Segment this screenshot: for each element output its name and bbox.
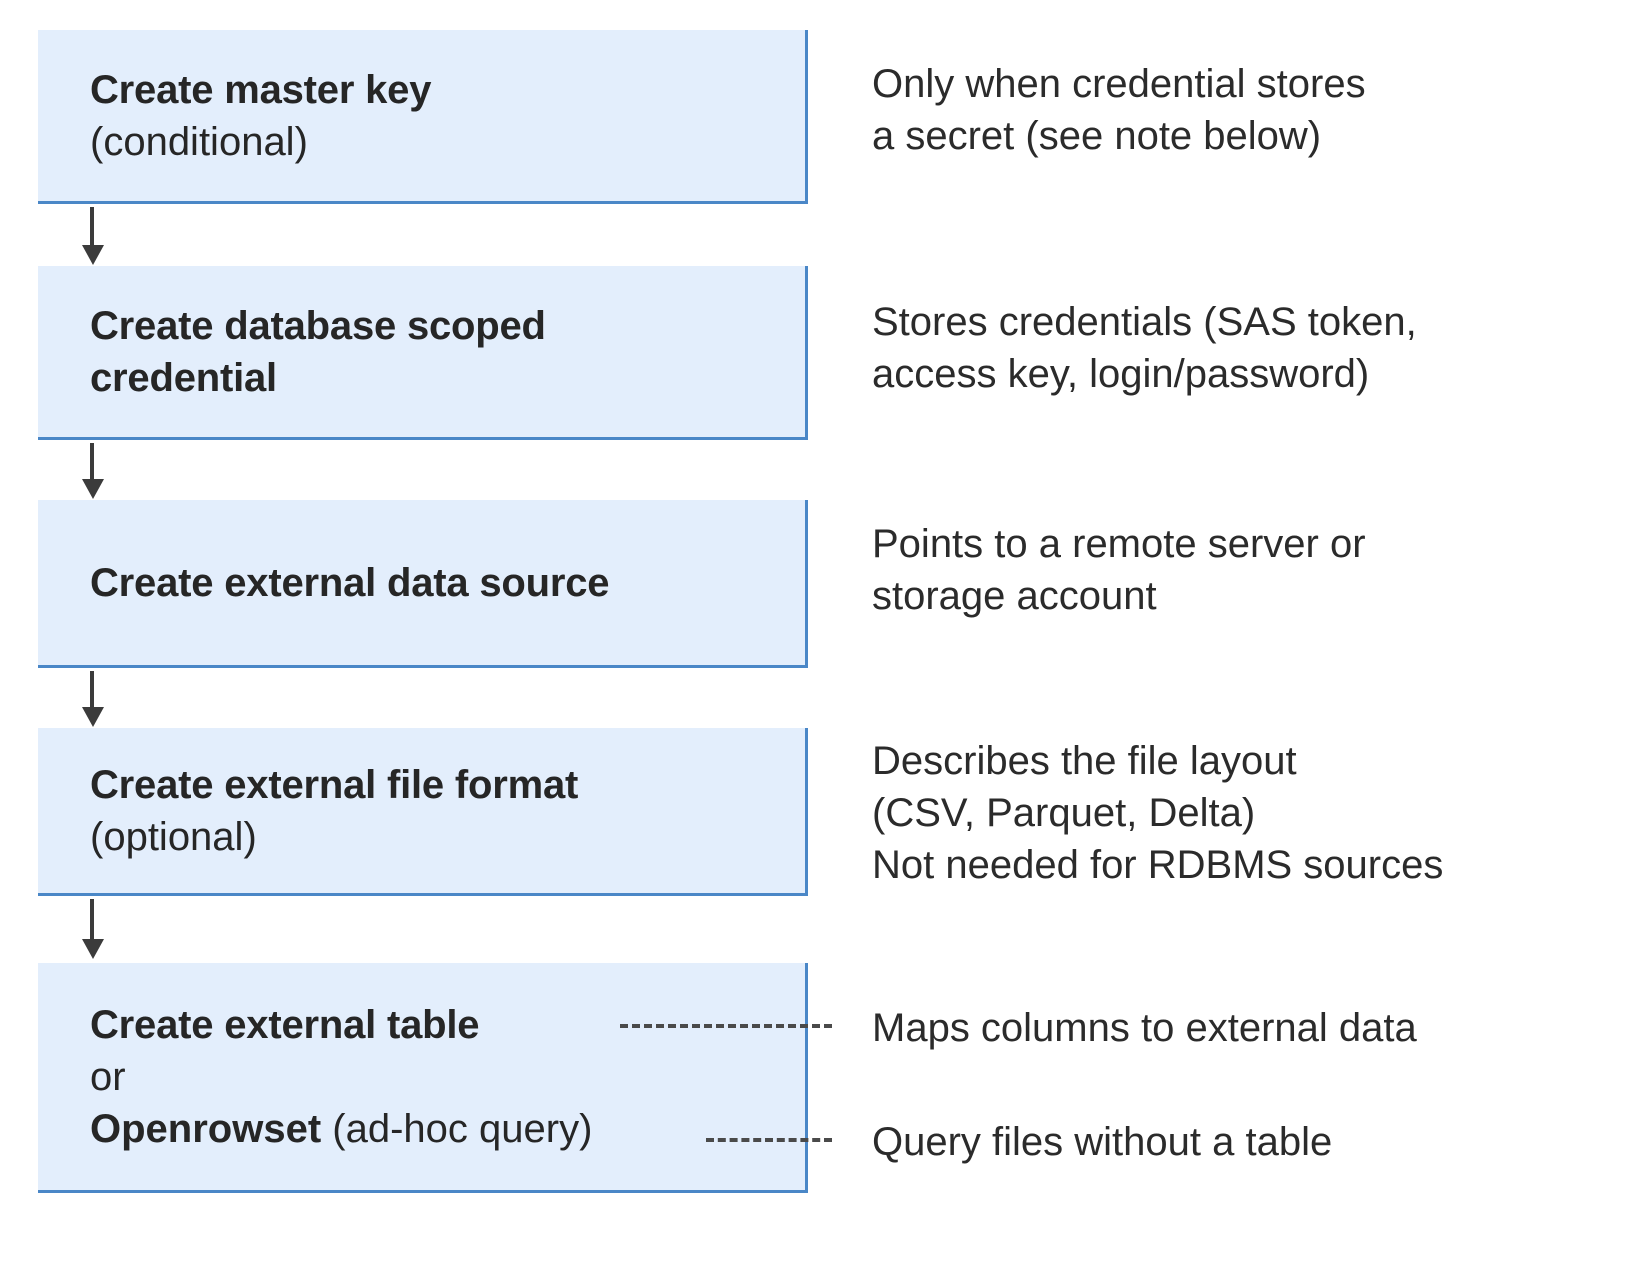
step-qualifier-optional: (optional) xyxy=(90,814,257,859)
note-line: Not needed for RDBMS sources xyxy=(872,843,1444,887)
arrow-step3-to-step4 xyxy=(82,671,104,727)
note-line: a secret (see note below) xyxy=(872,114,1322,158)
step-title-create-master-key: Create master key xyxy=(90,67,432,112)
note-line: Query files without a table xyxy=(872,1120,1333,1164)
step-box-create-master-key: Create master key (conditional) xyxy=(38,30,808,204)
note-create-master-key: Only when credential stores a secret (se… xyxy=(872,58,1366,162)
step-qualifier-conditional: (conditional) xyxy=(90,119,308,164)
step-box-content: Create database scoped credential xyxy=(38,300,805,404)
leader-line-create-external-table xyxy=(620,1024,832,1028)
step-box-create-external-table-or-openrowset: Create external table or Openrowset (ad-… xyxy=(38,963,808,1193)
note-create-database-scoped-credential: Stores credentials (SAS token, access ke… xyxy=(872,296,1417,400)
note-create-external-table: Maps columns to external data xyxy=(872,1002,1417,1054)
note-line: Only when credential stores xyxy=(872,62,1366,106)
step-option-openrowset-suffix: (ad-hoc query) xyxy=(321,1106,593,1151)
step-box-content: Create external data source xyxy=(38,557,805,609)
leader-line-openrowset xyxy=(706,1138,832,1142)
note-line: access key, login/password) xyxy=(872,352,1370,396)
note-line: Maps columns to external data xyxy=(872,1006,1417,1050)
step-title-create-external-file-format: Create external file format xyxy=(90,762,579,807)
note-create-external-file-format: Describes the file layout (CSV, Parquet,… xyxy=(872,735,1443,891)
arrow-step2-to-step3 xyxy=(82,443,104,499)
step-box-content: Create external table or Openrowset (ad-… xyxy=(38,999,805,1155)
step-box-create-external-data-source: Create external data source xyxy=(38,500,808,668)
note-openrowset: Query files without a table xyxy=(872,1116,1332,1168)
note-line: Stores credentials (SAS token, xyxy=(872,300,1417,344)
note-line: Points to a remote server or xyxy=(872,522,1366,566)
note-line: Describes the file layout xyxy=(872,739,1297,783)
step-box-content: Create master key (conditional) xyxy=(38,64,805,168)
step-option-openrowset: Openrowset (ad-hoc query) xyxy=(90,1103,795,1155)
note-create-external-data-source: Points to a remote server or storage acc… xyxy=(872,518,1366,622)
step-box-create-external-file-format: Create external file format (optional) xyxy=(38,728,808,896)
arrow-step1-to-step2 xyxy=(82,207,104,265)
step-box-content: Create external file format (optional) xyxy=(38,759,805,863)
note-line: storage account xyxy=(872,574,1157,618)
step-option-separator-or: or xyxy=(90,1054,126,1099)
step-box-create-database-scoped-credential: Create database scoped credential xyxy=(38,266,808,440)
step-title-create-external-data-source: Create external data source xyxy=(90,560,610,605)
step-option-openrowset-label: Openrowset xyxy=(90,1106,322,1151)
step-title-line-2: credential xyxy=(90,355,277,400)
arrow-step4-to-step5 xyxy=(82,899,104,959)
step-title-line-1: Create database scoped xyxy=(90,303,546,348)
note-line: (CSV, Parquet, Delta) xyxy=(872,791,1256,835)
step-option-create-external-table: Create external table xyxy=(90,1002,480,1047)
